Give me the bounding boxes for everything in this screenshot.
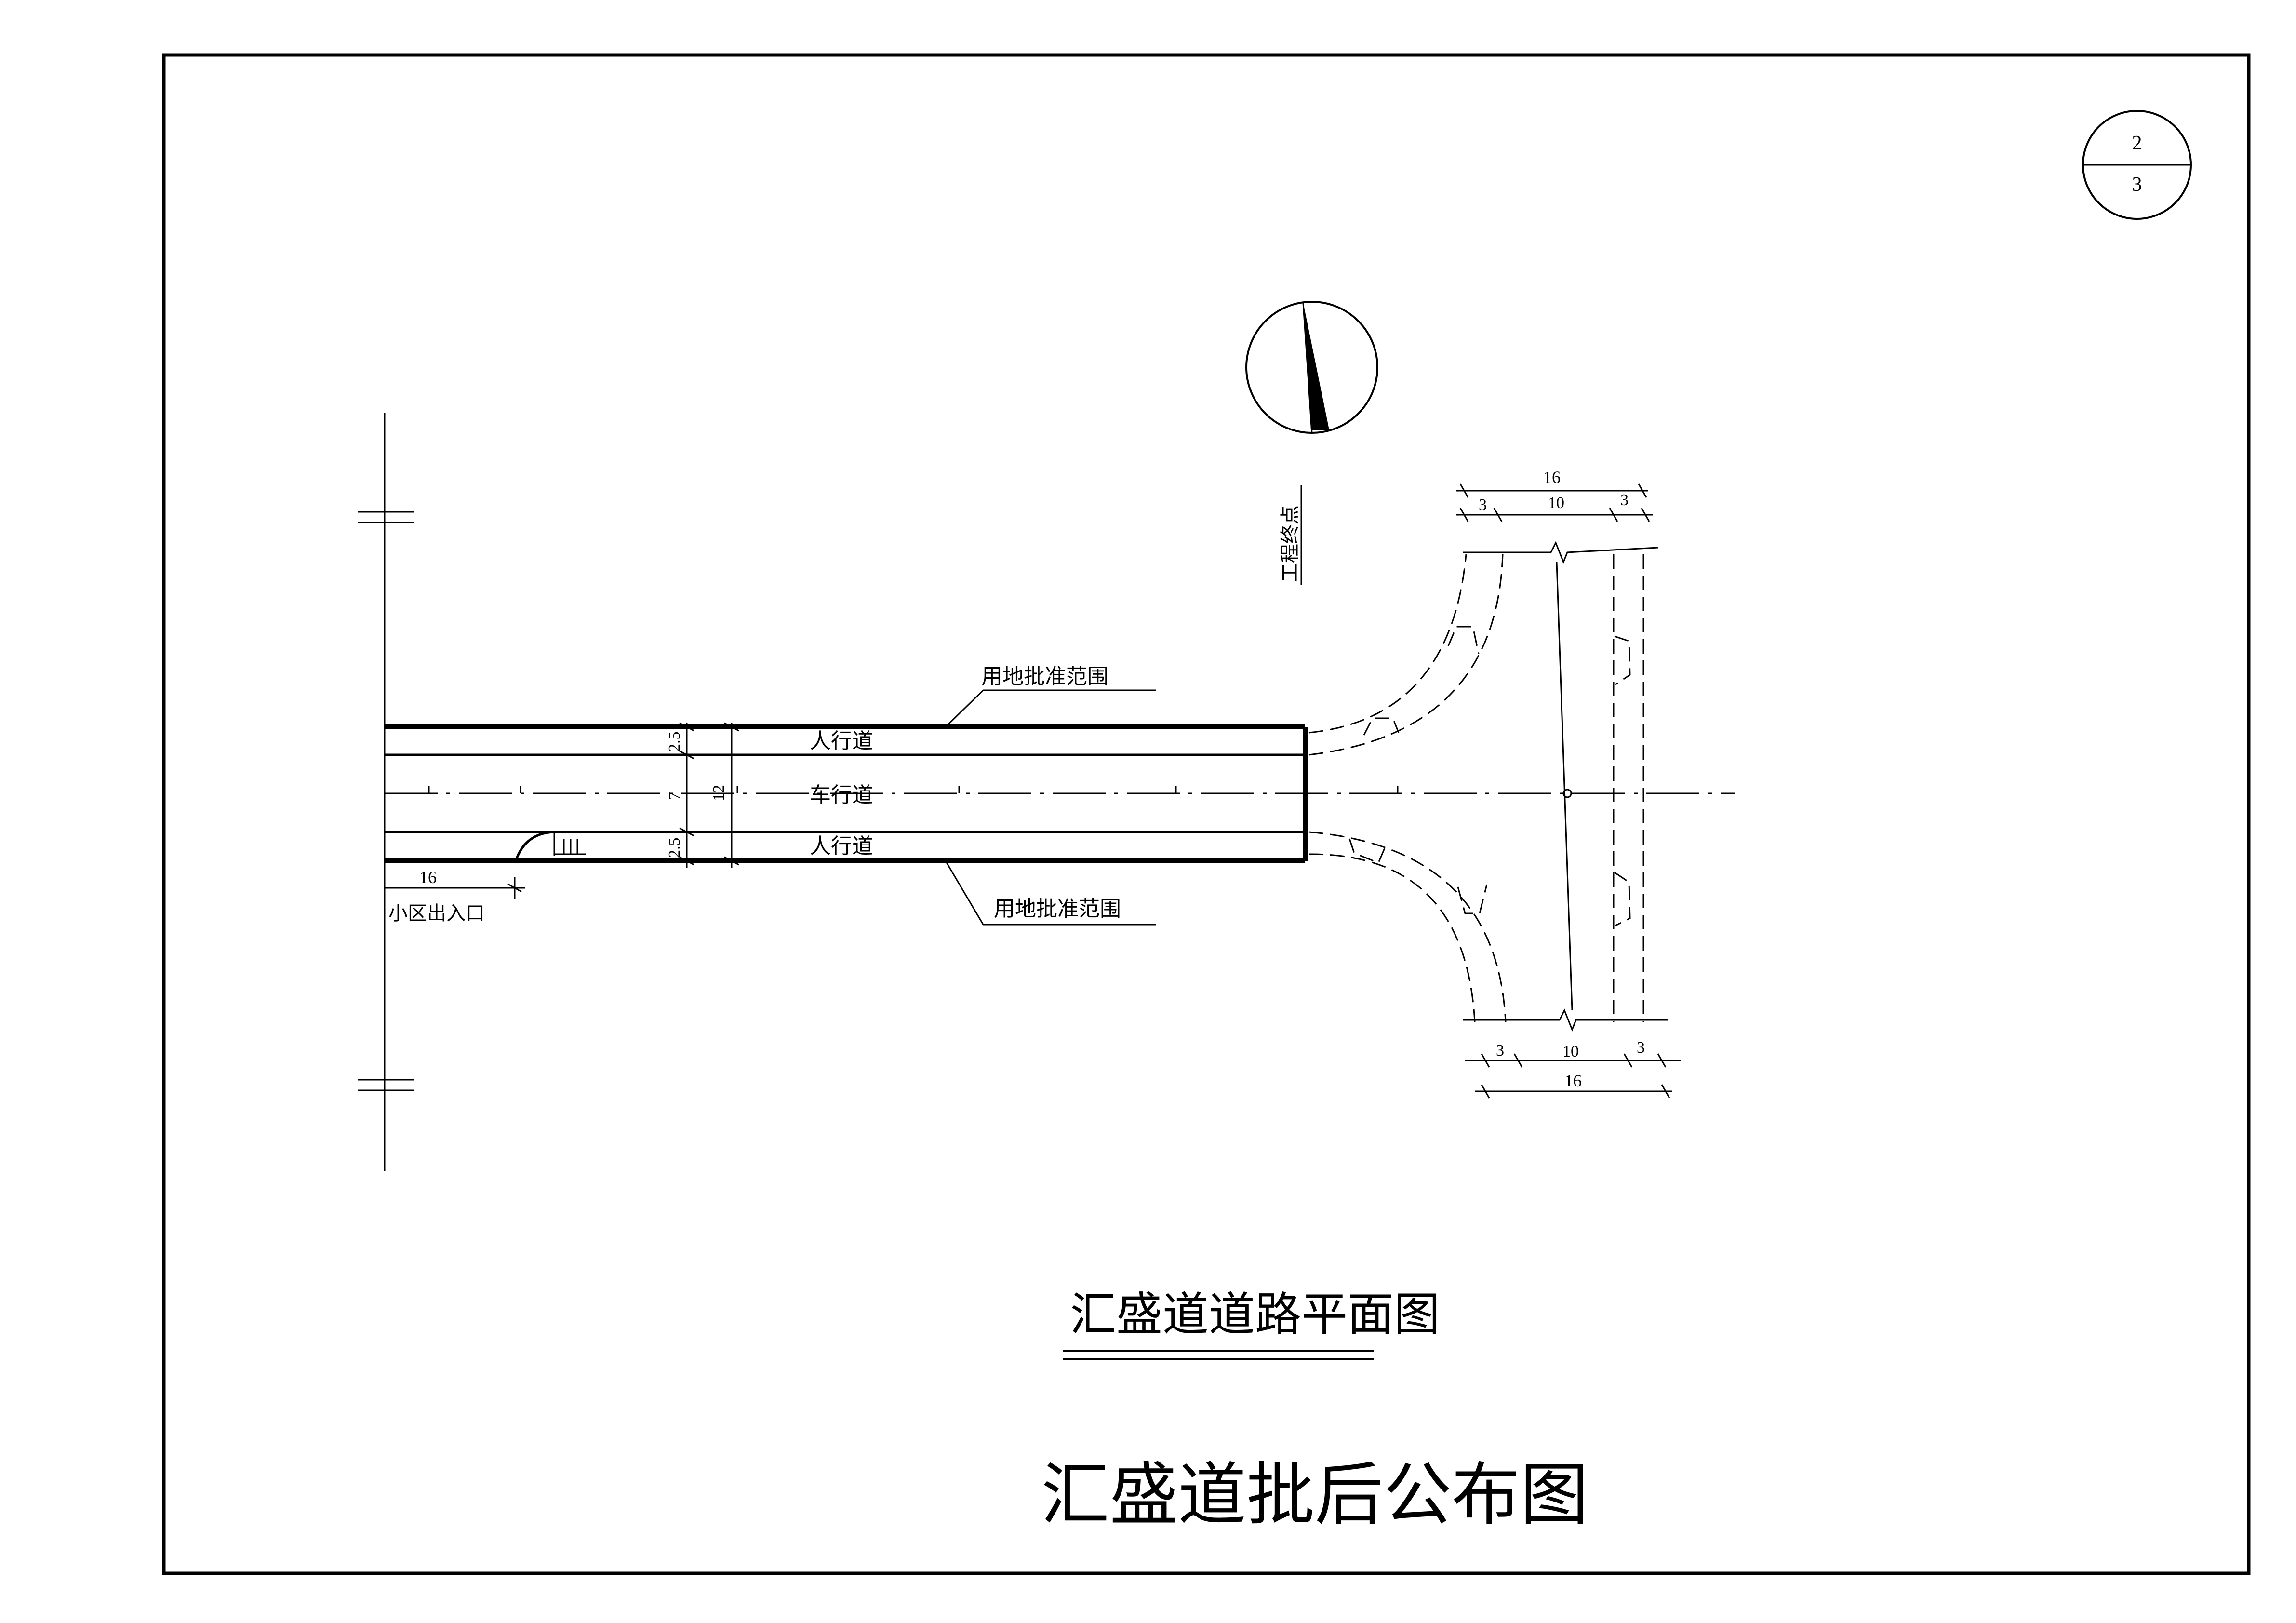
sheet-total: 3 xyxy=(2132,174,2142,196)
sidewalk-upper-label: 人行道 xyxy=(810,729,873,753)
land-approval-lower-label: 用地批准范围 xyxy=(994,897,1121,921)
left-break-line xyxy=(358,413,414,1171)
project-endpoint-label: 工程终点 xyxy=(1279,505,1301,582)
dim-sidewalk-upper: 2.5 xyxy=(666,732,683,752)
land-approval-lower: 用地批准范围 xyxy=(945,860,1156,926)
community-entrance-label: 小区出入口 xyxy=(388,902,485,924)
carriageway-label: 车行道 xyxy=(810,783,873,807)
dim-top-mid: 10 xyxy=(1548,494,1564,512)
future-road-dashed xyxy=(1308,554,1644,1022)
north-arrow-icon xyxy=(1245,301,1378,434)
land-approval-upper-label: 用地批准范围 xyxy=(981,665,1108,688)
sheet-number-badge: 2 3 xyxy=(2082,110,2192,220)
drawing-frame xyxy=(162,53,2251,1575)
project-endpoint-marker: 工程终点 xyxy=(1279,485,1302,585)
dim-sidewalk-lower: 2.5 xyxy=(666,838,683,858)
plan-title: 汇盛道道路平面图 xyxy=(1070,1289,1440,1341)
section-dimensions: 2.5 7 2.5 12 xyxy=(666,722,739,868)
dim-carriageway: 7 xyxy=(666,792,683,800)
dim-road-width: 12 xyxy=(710,785,728,801)
entrance-dimension: 16 小区出入口 xyxy=(385,868,525,924)
future-road-edges xyxy=(1463,541,1668,1032)
dim-bottom-total: 16 xyxy=(1564,1071,1582,1090)
dim-bottom-mid: 10 xyxy=(1562,1043,1579,1060)
dim-top-right: 3 xyxy=(1620,491,1629,509)
main-title: 汇盛道批后公布图 xyxy=(1041,1457,1589,1533)
plan-title-block: 汇盛道道路平面图 xyxy=(1063,1289,1440,1360)
road-plan xyxy=(385,724,1308,863)
dim-top-left: 3 xyxy=(1479,496,1487,514)
dim-bottom-right: 3 xyxy=(1637,1039,1645,1057)
sidewalk-lower-label: 人行道 xyxy=(810,834,873,858)
top-dimensions: 16 3 10 3 xyxy=(1456,468,1653,522)
land-approval-upper: 用地批准范围 xyxy=(944,665,1156,729)
centerline-ticks xyxy=(428,786,1572,798)
dim-top-total: 16 xyxy=(1543,468,1561,487)
dim-bottom-left: 3 xyxy=(1496,1042,1504,1060)
sheet-number: 2 xyxy=(2132,132,2142,154)
bottom-dimensions: 3 10 3 16 xyxy=(1465,1039,1681,1099)
dim-entrance: 16 xyxy=(419,868,437,887)
